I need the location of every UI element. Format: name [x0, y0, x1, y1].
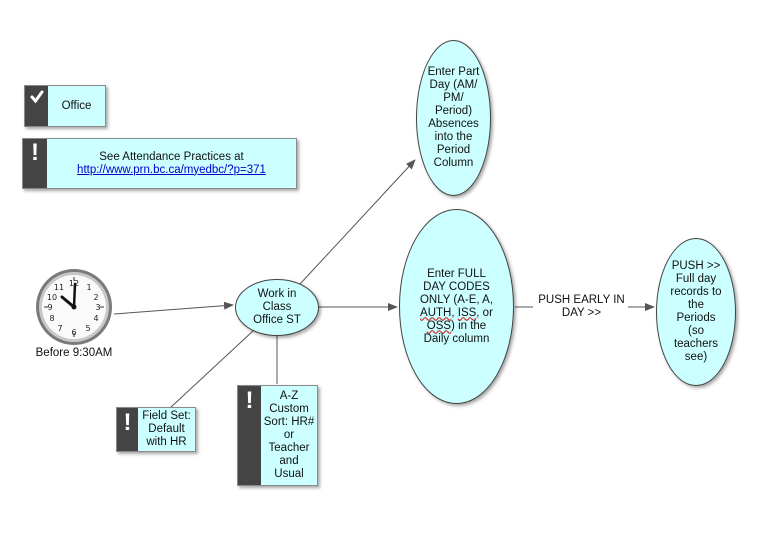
push-line: the: [687, 299, 704, 311]
push-line: Full day: [675, 273, 717, 285]
part-day-line: Enter Part: [427, 66, 480, 78]
full-day-line: ONLY (A-E, A,: [419, 293, 494, 306]
sort-line: A-Z: [279, 390, 299, 402]
sort-line: Usual: [274, 468, 304, 480]
svg-text:6: 6: [71, 328, 76, 337]
part-day-node: Enter Part Day (AM/ PM/ Period) Absences…: [416, 40, 491, 196]
push-early-line: DAY >>: [561, 307, 602, 319]
office-card: Office: [24, 85, 106, 127]
sort-line: or: [283, 429, 295, 441]
sort-line: Custom: [269, 403, 309, 415]
office-label: Office: [61, 99, 92, 112]
push-early-label: PUSH EARLY IN DAY >>: [533, 294, 630, 320]
code-oss: OSS: [426, 319, 452, 332]
part-day-line: Day (AM/: [429, 79, 478, 91]
exclamation-icon: !: [23, 139, 47, 188]
part-day-line: Period: [436, 144, 471, 156]
part-day-line: PM/: [443, 92, 464, 104]
attendance-link[interactable]: http://www.prn.bc.ca/myedbc/?p=371: [77, 163, 266, 176]
svg-text:1: 1: [86, 283, 91, 292]
field-set-line: Default: [148, 423, 185, 435]
full-day-node: Enter FULL DAY CODES ONLY (A-E, A, AUTH,…: [399, 209, 514, 404]
work-node-line: Class: [262, 301, 292, 313]
push-line: teachers: [673, 338, 719, 350]
edge-work-to-part-day: [299, 159, 416, 285]
field-set-card: ! Field Set: Default with HR: [116, 407, 196, 452]
separator: , or: [476, 306, 493, 319]
part-day-line: Column: [433, 157, 474, 169]
push-line: see): [684, 351, 708, 363]
full-day-line: Enter FULL: [427, 267, 486, 280]
push-line: PUSH >>: [671, 260, 721, 272]
checkmark-icon: [25, 86, 48, 126]
sort-line: Sort: HR#: [263, 416, 315, 428]
work-node: Work in Class Office ST: [235, 279, 319, 336]
separator: ,: [451, 306, 458, 319]
full-day-line: DAY CODES: [423, 280, 490, 293]
full-day-line-rest: ) in the: [451, 319, 487, 332]
svg-text:9: 9: [47, 303, 52, 312]
svg-text:3: 3: [95, 303, 100, 312]
field-set-line: Field Set:: [142, 410, 191, 422]
part-day-line: into the: [434, 131, 473, 143]
edge-clock-to-work: [113, 301, 234, 315]
attendance-card: ! See Attendance Practices at http://www…: [22, 138, 297, 189]
svg-text:2: 2: [93, 293, 98, 302]
part-day-line: Absences: [428, 118, 479, 130]
sort-line: Teacher: [268, 442, 310, 454]
push-early-line: PUSH EARLY IN: [538, 294, 625, 306]
code-auth: AUTH: [420, 306, 452, 319]
work-node-line: Office ST: [253, 314, 301, 326]
work-node-line: Work in: [257, 288, 297, 300]
push-line: Periods: [676, 312, 716, 324]
sort-card: ! A-Z Custom Sort: HR# or Teacher and Us…: [237, 385, 318, 486]
full-day-line: Daily column: [423, 332, 490, 345]
exclamation-icon: !: [238, 386, 261, 485]
svg-text:7: 7: [57, 324, 62, 333]
svg-text:8: 8: [49, 314, 54, 323]
clock-label: Before 9:30AM: [35, 347, 113, 359]
full-day-line: OSS) in the: [420, 320, 493, 333]
push-line: records to: [670, 286, 722, 298]
edge-work-to-field-set: [169, 329, 255, 409]
push-node: PUSH >> Full day records to the Periods …: [656, 238, 736, 386]
sort-line: and: [279, 455, 299, 467]
code-iss: ISS: [457, 306, 477, 319]
push-line: (so: [688, 325, 704, 337]
attendance-text: See Attendance Practices at: [99, 150, 244, 163]
svg-text:11: 11: [54, 283, 64, 292]
svg-text:10: 10: [47, 293, 57, 302]
svg-text:5: 5: [85, 324, 90, 333]
svg-text:4: 4: [93, 314, 98, 323]
full-day-line: AUTH, ISS, or: [420, 307, 493, 320]
part-day-line: Period): [434, 105, 473, 117]
field-set-line: with HR: [146, 436, 187, 448]
exclamation-icon: !: [117, 408, 138, 451]
